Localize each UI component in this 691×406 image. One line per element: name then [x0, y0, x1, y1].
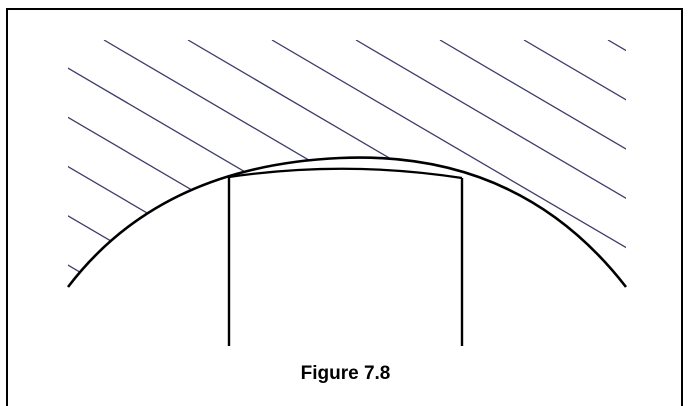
- hatch-line: [68, 40, 317, 287]
- hatch-line: [68, 40, 401, 287]
- hatch-line: [0, 40, 64, 312]
- hatch-line: [103, 40, 569, 287]
- figure-frame: [6, 8, 683, 406]
- figure-diagram: [0, 40, 628, 346]
- hatch-line: [523, 40, 626, 287]
- hatch-line: [68, 40, 485, 287]
- hatch-line: [68, 40, 149, 287]
- hatch-line: [355, 40, 626, 287]
- chord-arc: [228, 167, 463, 180]
- hatch-line: [439, 40, 626, 287]
- main-arc: [66, 156, 628, 288]
- figure-caption: Figure 7.8: [300, 363, 391, 384]
- hatch-line: [187, 40, 626, 287]
- hatch-line: [607, 40, 626, 287]
- hatch-line: [68, 40, 233, 287]
- hatch-pattern: [0, 40, 626, 312]
- hatch-line: [271, 40, 626, 287]
